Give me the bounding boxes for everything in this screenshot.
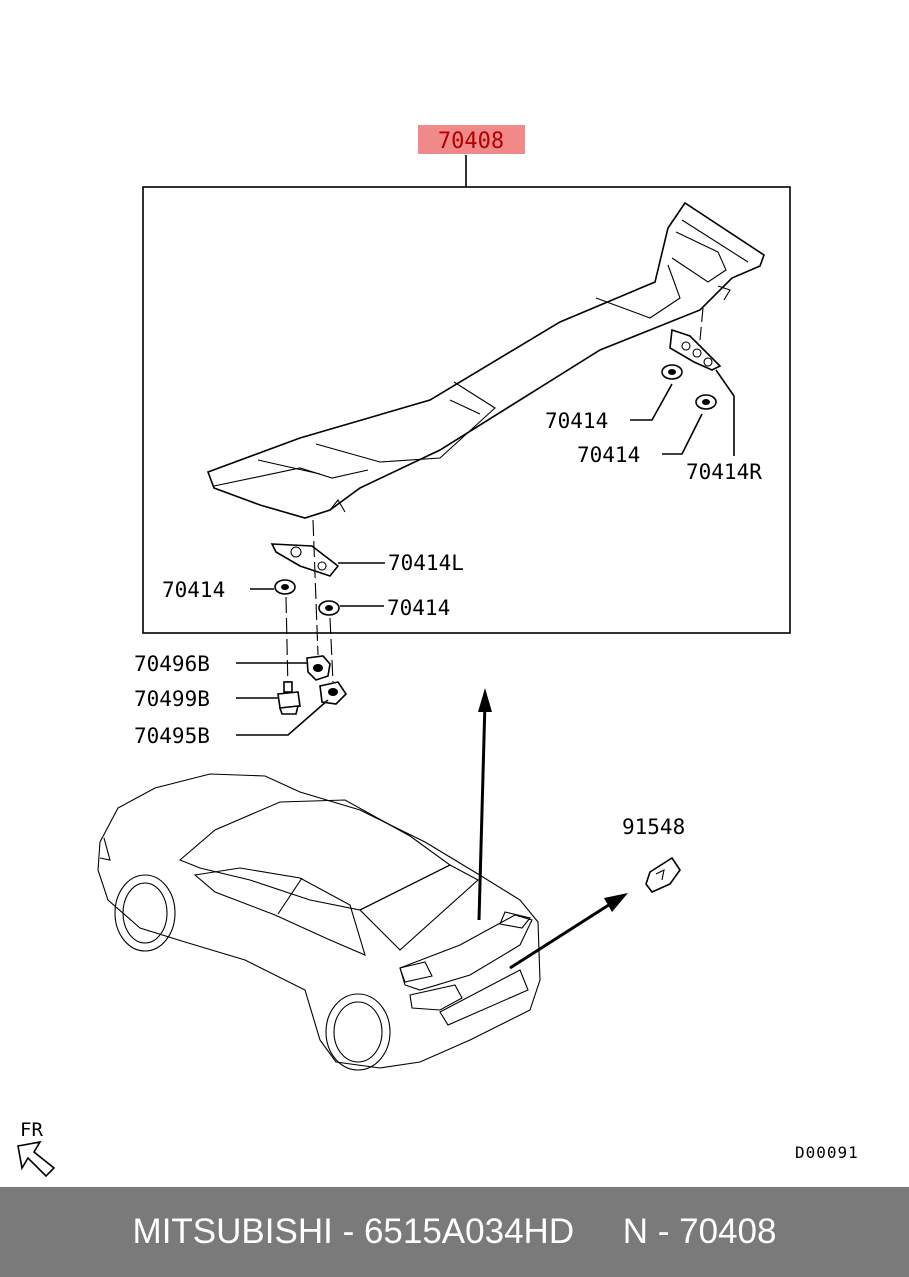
- washer-left-2: [318, 600, 340, 616]
- main-part-highlight: [418, 125, 525, 154]
- label-washer-l2[interactable]: 70414: [387, 596, 450, 620]
- label-washer-l1[interactable]: 70414: [162, 578, 225, 602]
- label-bracket-r[interactable]: 70414R: [686, 460, 762, 484]
- direction-label: FR: [20, 1119, 43, 1141]
- washer-right-2: [695, 394, 717, 410]
- washer-right-1: [661, 364, 683, 380]
- footer-bar: MITSUBISHI - 6515A034HD N - 70408: [0, 1187, 909, 1277]
- bolt: [277, 681, 301, 715]
- main-part-label: 70408: [438, 129, 504, 154]
- label-clip[interactable]: 91548: [622, 815, 685, 839]
- drawing-code: D00091: [795, 1143, 859, 1162]
- label-bracket-l[interactable]: 70414L: [388, 551, 464, 575]
- arrow-spoiler: [477, 688, 492, 921]
- main-part-callout[interactable]: 70408: [418, 125, 525, 154]
- washer-left-1: [274, 579, 296, 595]
- label-washer-r1[interactable]: 70414: [545, 409, 608, 433]
- label-washer-r2[interactable]: 70414: [577, 443, 640, 467]
- arrow-clip: [509, 893, 628, 970]
- bracket-right: [669, 328, 722, 371]
- front-arrow-icon: [17, 1140, 56, 1178]
- label-nut[interactable]: 70495B: [134, 724, 210, 748]
- spoiler: [206, 201, 765, 519]
- label-bolt[interactable]: 70499B: [134, 687, 210, 711]
- parts-diagram: 70408 70414 70414 70414R: [17, 125, 859, 1178]
- bracket-left: [270, 543, 340, 577]
- nut: [319, 681, 348, 705]
- assembly-frame: [142, 186, 791, 634]
- grommet: [306, 655, 331, 681]
- car-outline: [97, 773, 541, 1071]
- label-grommet[interactable]: 70496B: [134, 652, 210, 676]
- footer-part-info: MITSUBISHI - 6515A034HD N - 70408: [132, 1212, 777, 1251]
- clip: [645, 856, 681, 893]
